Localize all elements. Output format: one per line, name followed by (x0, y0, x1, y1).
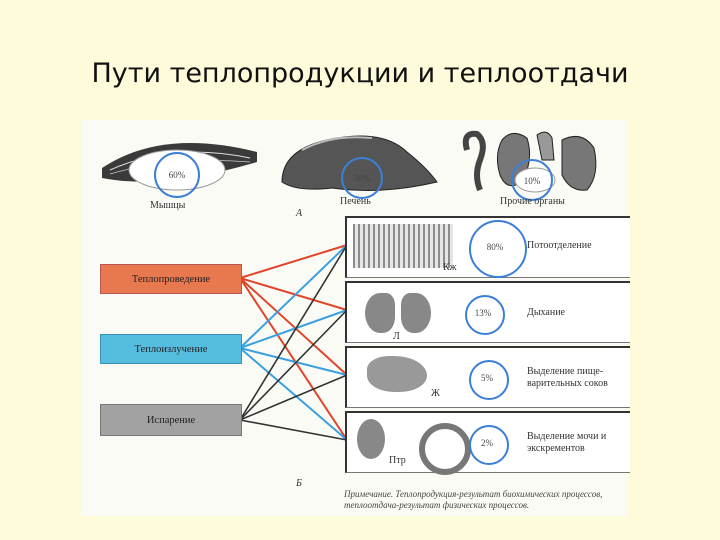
source-percent: 10% (512, 176, 552, 186)
organ-letter: Л (393, 331, 400, 343)
path-row: Кж 80% Потоотделение (345, 216, 630, 278)
path-label: Потоотделение (527, 240, 627, 252)
panel-letter-b: Б (296, 478, 302, 490)
slide-title: Пути теплопродукции и теплоотдачи (0, 58, 720, 89)
method-box-evaporation: Испарение (100, 404, 242, 436)
source-label: Прочие органы (500, 196, 565, 208)
panel-letter-a: А (296, 208, 302, 220)
organ-letter: Кж (443, 262, 457, 274)
path-row: Л 13% Дыхание (345, 281, 630, 343)
path-label: Дыхание (527, 307, 627, 319)
stomach-illustration (367, 356, 427, 392)
method-box-conduction: Теплопроведение (100, 264, 242, 294)
source-label: Мышцы (150, 200, 185, 212)
method-box-radiation: Теплоизлучение (100, 334, 242, 364)
organ-letter: Ж (431, 388, 440, 400)
footnote: Примечание. Теплопродукция-результат био… (344, 489, 624, 511)
path-percent: 80% (475, 242, 515, 252)
path-percent: 13% (463, 308, 503, 318)
skin-illustration (353, 224, 453, 268)
connection-lines (240, 245, 347, 440)
intestine-illustration (419, 423, 471, 475)
path-label: Выделение мочи и экскрементов (527, 431, 627, 455)
heat-diagram: 60% 30% 10% Мышцы Печень Прочие органы А… (82, 120, 628, 516)
path-percent: 2% (467, 438, 507, 448)
path-label: Выделение пище-варительных соков (527, 366, 627, 390)
lungs-illustration (401, 293, 431, 333)
source-percent: 60% (157, 170, 197, 180)
path-row: Птр 2% Выделение мочи и экскрементов (345, 411, 630, 473)
path-percent: 5% (467, 373, 507, 383)
source-label: Печень (340, 196, 371, 208)
source-percent: 30% (342, 173, 382, 183)
muscle-illustration (102, 143, 257, 190)
intestine-illustration (357, 419, 385, 459)
path-row: Ж 5% Выделение пище-варительных соков (345, 346, 630, 408)
lungs-illustration (365, 293, 395, 333)
organ-letter: Птр (389, 455, 406, 467)
